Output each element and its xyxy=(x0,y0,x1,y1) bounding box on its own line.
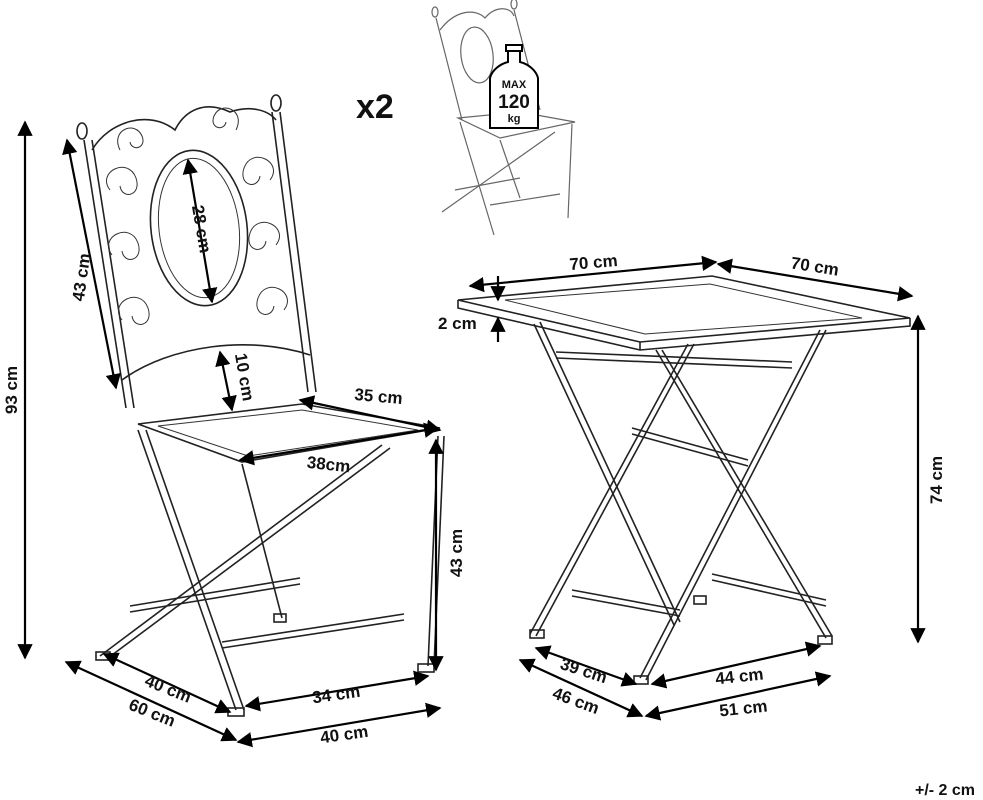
quantity-multiplier: x2 xyxy=(356,88,394,126)
chair-seat-height-label: 43 cm xyxy=(447,529,466,577)
chair-seat-width-label: 38cm xyxy=(306,453,351,476)
table-base-inner-left-label: 39 cm xyxy=(558,654,610,687)
chair-total-height-label: 93 cm xyxy=(2,366,21,414)
chair-base-width-outer-label: 40 cm xyxy=(319,722,369,748)
table-top-width-label: 70 cm xyxy=(569,251,619,274)
tolerance-note: +/- 2 cm xyxy=(915,782,975,799)
chair-back-panel-label: 28 cm xyxy=(188,204,215,255)
table-drawing xyxy=(457,275,911,685)
table-base-outer-right-label: 51 cm xyxy=(718,697,768,721)
dimension-labels: 93 cm 43 cm 28 cm 10 cm 35 cm 38cm 43 cm… xyxy=(2,204,975,799)
table-height-label: 74 cm xyxy=(927,456,946,504)
table-base-inner-right-label: 44 cm xyxy=(714,665,764,689)
chair-seat-depth-label: 35 cm xyxy=(354,385,404,408)
chair-back-gap-label: 10 cm xyxy=(231,352,258,403)
dimension-lines xyxy=(17,120,926,748)
max-weight-value: 120 xyxy=(498,92,530,113)
max-weight-badge: MAX 120 kg xyxy=(489,44,539,129)
max-label: MAX xyxy=(502,79,527,91)
chair-back-height-label: 43 cm xyxy=(69,252,95,302)
table-top-thickness-label: 2 cm xyxy=(438,314,477,333)
table-base-outer-left-label: 46 cm xyxy=(550,684,602,718)
table-top-depth-label: 70 cm xyxy=(790,253,841,279)
chair-base-width-inner-label: 34 cm xyxy=(311,682,361,708)
max-weight-unit: kg xyxy=(508,113,521,125)
